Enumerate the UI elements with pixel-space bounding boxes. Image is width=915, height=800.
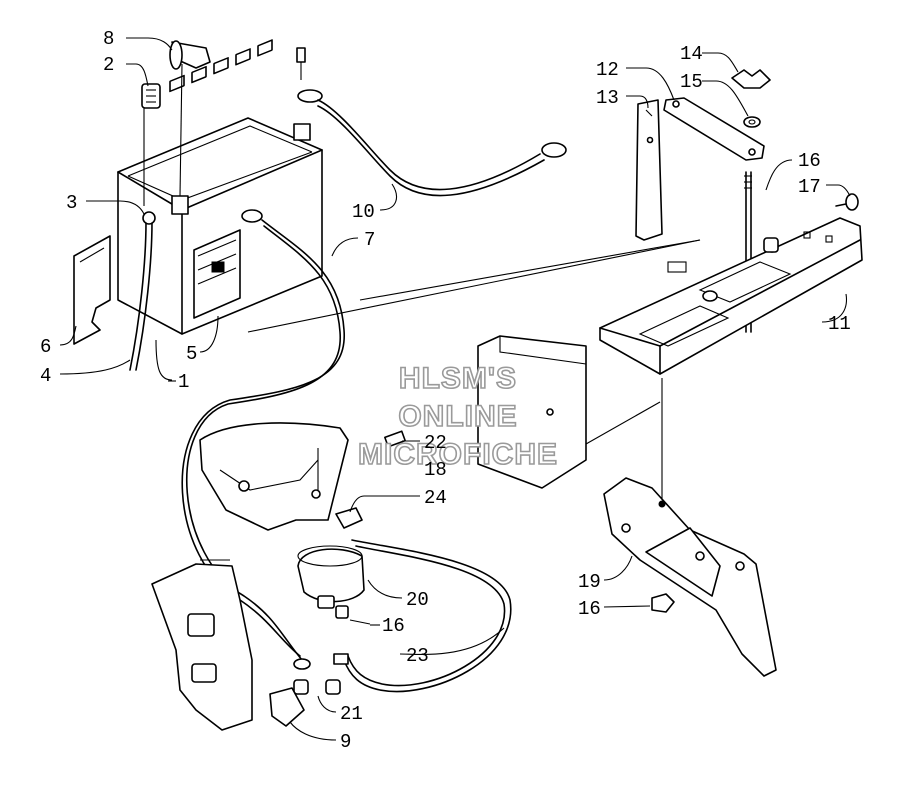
callout-16-mid-label: 16: [382, 615, 405, 637]
terminal-boot: [169, 40, 211, 70]
callout-16-bottom: 16: [578, 598, 601, 620]
callout-10: 10: [352, 201, 375, 223]
watermark-line-2: ONLINE: [398, 400, 517, 433]
cable-7: [181, 209, 345, 670]
callout-23: 23: [406, 645, 429, 667]
callout-6: 6: [40, 336, 51, 358]
callout-21: 21: [340, 703, 363, 725]
terminal-boot-9: [269, 687, 305, 727]
nut-16-mid: [335, 605, 349, 619]
callout-3: 3: [66, 192, 77, 214]
battery-shield: [73, 235, 111, 345]
callout-24: 24: [424, 487, 447, 509]
callout-leaders: [59, 37, 851, 741]
battery-label: [193, 229, 241, 319]
cable-10: [296, 47, 567, 197]
cable-23: [333, 539, 512, 693]
assembly-lines: [143, 63, 701, 500]
starter-solenoid: [297, 545, 365, 609]
callout-20: 20: [406, 589, 429, 611]
callout-4: 4: [40, 365, 51, 387]
heat-shield: [477, 335, 587, 489]
callout-5: 5: [186, 343, 197, 365]
callout-16-top: 16: [798, 150, 821, 172]
battery-cell-caps: [169, 39, 273, 93]
watermark: HLSM'S ONLINE MICROFICHE: [357, 361, 558, 472]
callout-18: 18: [424, 459, 447, 481]
callout-14: 14: [680, 43, 703, 65]
vent-elbow: [141, 83, 161, 109]
battery: [117, 39, 323, 335]
callout-8: 8: [103, 28, 114, 50]
bolt-22: [384, 430, 406, 448]
hold-down-strap: [663, 97, 765, 161]
watermark-line-1: HLSM'S: [399, 362, 517, 395]
callout-1: 1: [178, 371, 189, 393]
watermark-line-3: MICROFICHE: [358, 438, 558, 471]
tray-bracket: [603, 477, 777, 677]
connector-24: [335, 507, 363, 529]
bracket-13: [635, 99, 663, 241]
callout-22: 22: [424, 432, 447, 454]
callout-7: 7: [364, 229, 375, 251]
washer: [743, 116, 761, 128]
battery-tray: [599, 217, 863, 375]
callout-17: 17: [798, 176, 821, 198]
screw-17: [835, 193, 859, 211]
callout-2: 2: [103, 54, 114, 76]
vent-tube: [129, 211, 156, 371]
wing-nut: [731, 69, 771, 89]
nut-16-top: [763, 237, 779, 253]
nut-16-bottom: [651, 593, 675, 613]
frame-section: [151, 422, 349, 731]
callout-12: 12: [596, 59, 619, 81]
callout-11: 11: [828, 313, 851, 335]
terminal-boot-21: [293, 679, 341, 695]
callout-15: 15: [680, 71, 703, 93]
callout-19: 19: [578, 571, 601, 593]
callouts: 8 2 3 6 4 5 1 10 7 14 12 15 13 16 17 11 …: [40, 28, 851, 753]
callout-9: 9: [340, 731, 351, 753]
callout-13: 13: [596, 87, 619, 109]
callout-dashes: [168, 380, 380, 626]
